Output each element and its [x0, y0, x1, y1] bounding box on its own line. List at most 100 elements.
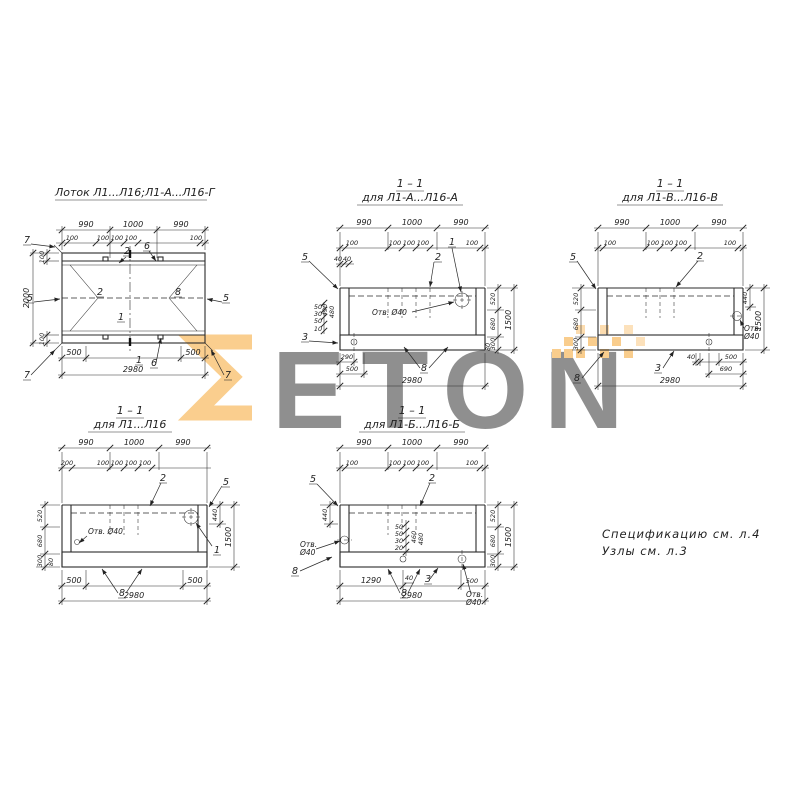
- dim-label: 2980: [402, 591, 422, 600]
- dim-label: 440: [211, 509, 219, 521]
- dim-label: 50: [395, 530, 403, 538]
- dim-label: 50: [314, 317, 322, 325]
- item-label: 3: [425, 574, 431, 585]
- eton-logo-word: ETON: [272, 329, 640, 452]
- dim-label: 100: [389, 459, 401, 467]
- dim-label: 100: [111, 459, 123, 467]
- dim-label: 1500: [754, 311, 763, 331]
- dim-label: 990: [711, 218, 726, 227]
- dim-label: 520: [489, 293, 497, 305]
- dim-label: 990: [175, 438, 190, 447]
- dim-label: 100: [139, 459, 151, 467]
- section-a-drawing: 1 – 1 для Л1-А...Л16-А 990 1000 990 100 …: [301, 177, 518, 390]
- dim-label: 40: [687, 353, 695, 361]
- dim-label: 80: [47, 558, 55, 566]
- dim-label: 990: [453, 438, 468, 447]
- note-nodes: Узлы см. л.3: [602, 544, 688, 558]
- dim-label: 200: [61, 459, 73, 467]
- dim-label: 520: [572, 293, 580, 305]
- dim-label: 80: [484, 343, 492, 351]
- dim-label: 100: [97, 459, 109, 467]
- item-label: 8: [574, 373, 580, 384]
- item-label: 5: [223, 293, 229, 304]
- dim-label: 680: [489, 535, 497, 547]
- dim-label: 2980: [660, 376, 680, 385]
- dim-label: 990: [356, 438, 371, 447]
- dim-label: 100: [604, 239, 616, 247]
- dim-label: 990: [78, 220, 93, 229]
- dim-label: 480: [417, 533, 425, 545]
- dim-label: 1500: [224, 527, 233, 547]
- item-label: 5: [570, 252, 576, 263]
- dim-label: 100: [125, 234, 137, 242]
- dim-label: 480: [328, 306, 336, 318]
- plan-view-drawing: Лоток Л1...Л16;Л1-А...Л16-Г 990 1000 990: [22, 186, 232, 381]
- dim-label: 460: [410, 531, 418, 543]
- dim-label: 1000: [402, 438, 422, 447]
- dim-label: 100: [38, 333, 46, 345]
- dim-label: 100: [389, 239, 401, 247]
- dim-label: 100: [675, 239, 687, 247]
- dim-label: 100: [346, 459, 358, 467]
- dim-label: 50: [395, 523, 403, 531]
- dim-label: 100: [125, 459, 137, 467]
- dim-label: 680: [36, 535, 44, 547]
- dim-label: 100: [38, 251, 46, 263]
- hole-note: Ø40: [465, 598, 482, 607]
- item-label: 2: [160, 473, 166, 484]
- dim-label: 990: [78, 438, 93, 447]
- item-label: 8: [421, 363, 427, 374]
- section-subtitle: для Л1-В...Л16-В: [621, 191, 718, 204]
- dim-label: 100: [66, 234, 78, 242]
- item-label: 2: [124, 246, 130, 257]
- dim-label: 100: [97, 234, 109, 242]
- section-v-dimensions: 990 1000 990 100 100 100 100 100 5 2 520…: [569, 218, 770, 390]
- plan-title: Лоток Л1...Л16;Л1-А...Л16-Г: [54, 186, 216, 199]
- item-label: 2: [697, 251, 703, 262]
- item-label: 3: [302, 332, 308, 343]
- item-label: 1: [449, 237, 455, 248]
- hole-note: Отв. Ø40: [88, 527, 123, 536]
- hole-note: Отв. Ø40: [372, 308, 407, 317]
- dim-label: 680: [489, 318, 497, 330]
- dim-label: 500: [725, 353, 737, 361]
- dim-label: 520: [489, 510, 497, 522]
- dim-label: 500: [346, 365, 358, 373]
- dim-label: 300: [489, 338, 497, 350]
- dim-label: 100: [403, 239, 415, 247]
- item-label: 5: [27, 293, 33, 304]
- dim-label: 300: [572, 338, 580, 350]
- dim-label: 300: [489, 555, 497, 567]
- dim-label: 1000: [124, 438, 144, 447]
- dim-label: 100: [403, 459, 415, 467]
- dim-label: 500: [185, 348, 200, 357]
- item-label: 7: [24, 370, 30, 381]
- dim-label: 690: [720, 365, 732, 373]
- item-label: 3: [655, 363, 661, 374]
- item-label: 2: [429, 473, 435, 484]
- dim-label: 990: [453, 218, 468, 227]
- section-title: 1 – 1: [397, 177, 424, 190]
- section-title: 1 – 1: [657, 177, 684, 190]
- dim-label: 440: [321, 509, 329, 521]
- item-label: 1: [214, 545, 220, 556]
- dim-label: 40: [334, 255, 342, 263]
- eton-logo-chevron-icon: [177, 334, 252, 421]
- dim-label: 990: [173, 220, 188, 229]
- item-label: 6: [144, 241, 150, 252]
- dim-label: 40: [343, 255, 351, 263]
- section-mark-label: 1: [136, 355, 142, 366]
- dim-label: 490: [321, 304, 329, 316]
- item-label: 2: [435, 252, 441, 263]
- hole-note: Отв.: [744, 324, 761, 333]
- dim-label: 1000: [660, 218, 680, 227]
- section-a-dimensions: 990 1000 990 100 100 100 100 100 40 40 1…: [301, 218, 518, 390]
- dim-label: 100: [417, 459, 429, 467]
- plan-dimensions: 990 1000 990 100 100 100 100 100 2 6 200…: [22, 220, 232, 381]
- dim-label: 2000: [22, 288, 31, 308]
- hole-note: Отв.: [300, 540, 317, 549]
- dim-label: 100: [111, 234, 123, 242]
- item-label: 2: [97, 287, 103, 298]
- item-label: 5: [310, 474, 316, 485]
